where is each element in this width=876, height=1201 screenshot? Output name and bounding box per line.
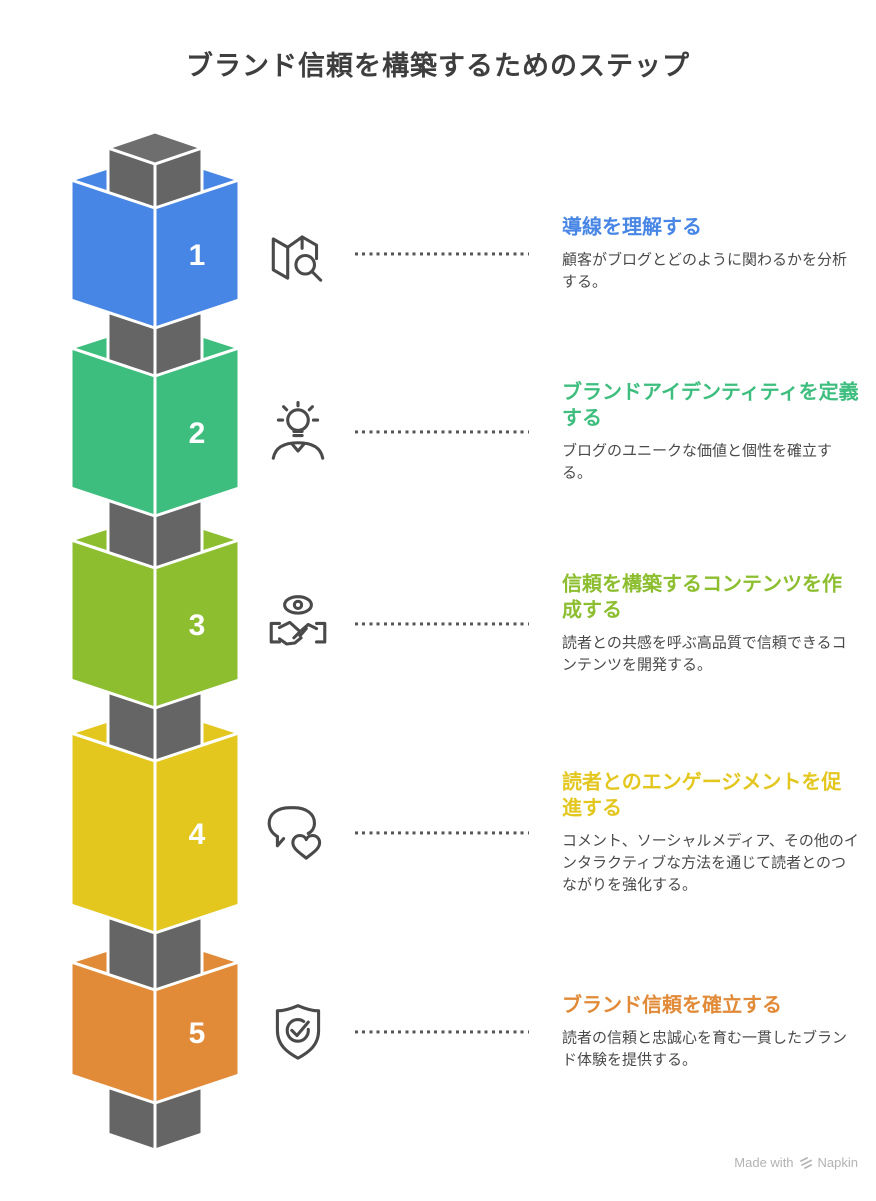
dotted-connector — [355, 1030, 529, 1034]
step-5-title: ブランド信頼を確立する — [562, 994, 782, 1017]
step-2-text: ブランドアイデンティティを定義する ブログのユニークな価値と個性を確立する。 — [562, 379, 860, 484]
step-3-text: 信頼を構築するコンテンツを作成する 読者との共感を呼ぶ高品質で信頼できるコンテン… — [562, 571, 860, 676]
step-4-description: コメント、ソーシャルメディア、その他のインタラクティブな方法を通じて読者とのつな… — [562, 832, 859, 894]
dotted-connector — [355, 252, 529, 256]
chat-heart-icon — [260, 798, 336, 868]
step-2-description: ブログのユニークな価値と個性を確立する。 — [562, 442, 833, 482]
map-search-icon — [260, 219, 336, 289]
step-row-1: 導線を理解する 顧客がブログとどのように関わるかを分析する。 — [260, 214, 860, 293]
made-with-napkin-link[interactable]: Made with Napkin — [734, 1155, 858, 1170]
block-4-right-face — [153, 731, 241, 935]
napkin-logo-icon — [799, 1156, 812, 1169]
block-3-number: 3 — [189, 609, 206, 642]
shield-check-icon — [260, 997, 336, 1067]
dotted-connector — [355, 831, 529, 835]
made-with-label: Made with — [734, 1155, 794, 1170]
step-4-text: 読者とのエンゲージメントを促進する コメント、ソーシャルメディア、その他のインタ… — [562, 769, 860, 896]
step-4-title: 読者とのエンゲージメントを促進する — [562, 771, 842, 820]
block-3-right-face — [153, 538, 241, 710]
block-4: 4 — [69, 719, 241, 935]
block-1-number: 1 — [189, 239, 206, 272]
block-5-number: 5 — [189, 1017, 206, 1050]
idea-person-icon — [260, 397, 336, 467]
block-5: 5 — [69, 948, 241, 1105]
block-3-left-face — [69, 538, 157, 710]
block-2-right-face — [153, 346, 241, 518]
dotted-connector — [355, 430, 529, 434]
step-5-description: 読者の信頼と忠誠心を育む一貫したブランド体験を提供する。 — [562, 1029, 848, 1069]
block-tower: 1 2 3 — [69, 130, 241, 1152]
block-3: 3 — [69, 526, 241, 710]
step-3-description: 読者との共感を呼ぶ高品質で信頼できるコンテンツを開発する。 — [562, 634, 847, 674]
step-2-title: ブランドアイデンティティを定義する — [562, 381, 859, 430]
step-1-text: 導線を理解する 顧客がブログとどのように関わるかを分析する。 — [562, 214, 860, 293]
napkin-brand-label: Napkin — [817, 1155, 858, 1170]
step-5-text: ブランド信頼を確立する 読者の信頼と忠誠心を育む一貫したブランド体験を提供する。 — [562, 992, 860, 1071]
step-row-3: 信頼を構築するコンテンツを作成する 読者との共感を呼ぶ高品質で信頼できるコンテン… — [260, 571, 860, 676]
block-5-right-face — [153, 960, 241, 1105]
step-row-5: ブランド信頼を確立する 読者の信頼と忠誠心を育む一貫したブランド体験を提供する。 — [260, 992, 860, 1071]
step-1-description: 顧客がブログとどのように関わるかを分析する。 — [562, 251, 848, 291]
step-row-2: ブランドアイデンティティを定義する ブログのユニークな価値と個性を確立する。 — [260, 379, 860, 484]
step-row-4: 読者とのエンゲージメントを促進する コメント、ソーシャルメディア、その他のインタ… — [260, 769, 860, 896]
step-3-title: 信頼を構築するコンテンツを作成する — [562, 573, 842, 622]
block-4-number: 4 — [189, 818, 206, 851]
block-4-left-face — [69, 731, 157, 935]
step-1-title: 導線を理解する — [562, 216, 702, 239]
dotted-connector — [355, 622, 529, 626]
block-2-number: 2 — [189, 417, 206, 450]
pillar-top-face — [106, 130, 204, 166]
block-1: 1 — [69, 166, 241, 330]
block-2-left-face — [69, 346, 157, 518]
page-title: ブランド信頼を構築するためのステップ — [186, 51, 690, 81]
block-1-right-face — [153, 178, 241, 330]
block-2: 2 — [69, 334, 241, 518]
eye-handshake-icon — [260, 589, 336, 659]
